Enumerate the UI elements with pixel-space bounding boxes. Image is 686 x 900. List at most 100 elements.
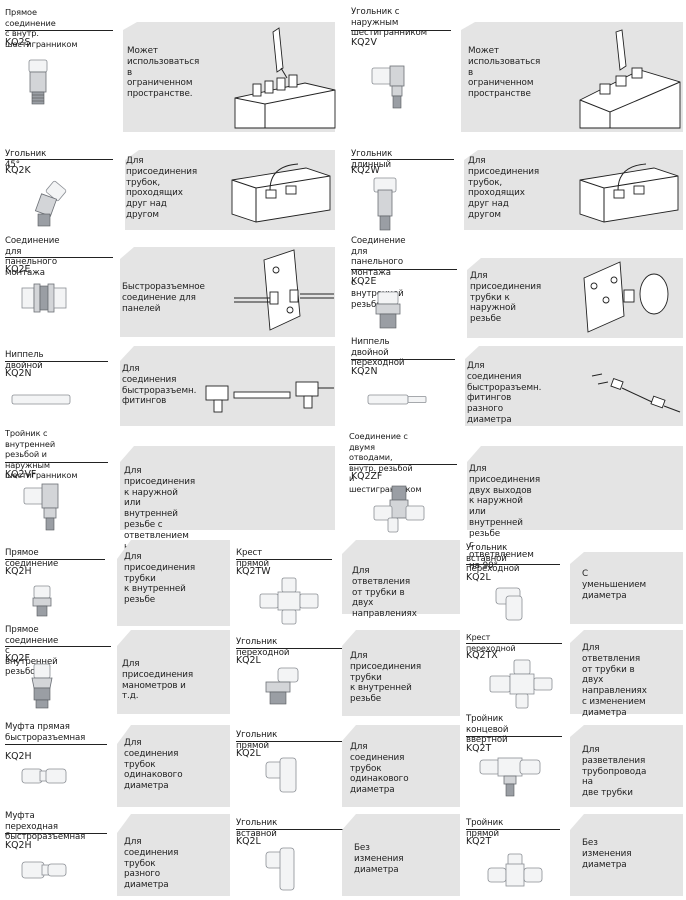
leader-line (349, 464, 457, 465)
valve-illustration (231, 163, 331, 223)
item-description: Для соединения быстроразъемн. фитингов (122, 364, 197, 407)
leader-line (5, 361, 108, 362)
item-description: Для присоединения манометров и т.д. (122, 659, 194, 702)
leader-arrow (560, 725, 683, 807)
item-code: KQ2H (5, 566, 32, 577)
leader-line (5, 646, 111, 647)
kq2l-insert-image (265, 847, 295, 891)
kq2l-reducer-image (495, 587, 523, 621)
kq2tw-cross-image (259, 577, 319, 625)
item-description: С уменьшением диаметра (582, 569, 647, 601)
manifold-illustration (579, 29, 681, 129)
item-code: KQ2L (236, 655, 261, 666)
leader-arrow (560, 630, 683, 714)
item-name: Тройник с внутренней резьбой и наружным … (5, 428, 78, 481)
item-code: KQ2E (5, 264, 31, 275)
item-code: KQ2H (5, 751, 32, 762)
kq2n-nipple-image (11, 394, 71, 405)
kq2t-branch-image (479, 757, 541, 797)
item-code: KQ2E (351, 276, 377, 287)
leader-arrow (457, 446, 683, 530)
item-description: Без изменения диаметра (354, 843, 404, 875)
item-code: KQ2W (351, 165, 380, 176)
item-name: Угольник с наружным шестигранником (351, 7, 428, 39)
item-code: KQ2N (5, 368, 32, 379)
kq2t-tee-image (487, 853, 543, 887)
item-name: Угольник длинный (351, 149, 393, 170)
item-code: KQ2T (466, 836, 492, 847)
leader-line (5, 159, 113, 160)
item-description: Может использоваться в ограниченном прос… (468, 46, 541, 100)
kq2f-fitting-image (31, 663, 53, 709)
kq2e-fitting-image (21, 283, 67, 313)
leader-arrow (457, 258, 683, 338)
item-description: Для присоединения трубки к наружной резь… (470, 271, 542, 325)
leader-line (5, 833, 107, 834)
kq2v-fitting-image (371, 65, 405, 109)
leader-arrow (105, 630, 230, 714)
item-code: KQ2F (5, 653, 30, 664)
item-code: KQ2N (351, 366, 378, 377)
item-code: KQ2L (236, 836, 261, 847)
leader-line (351, 30, 451, 31)
item-description: Для соединения трубок одинакового диамет… (124, 738, 183, 792)
tee-connection-illustration (205, 381, 334, 413)
item-code: KQ2TW (236, 566, 271, 577)
item-name: Соединение для панельного монтажа (5, 236, 60, 278)
leader-arrow (332, 725, 460, 807)
leader-line (236, 648, 344, 649)
leader-line (5, 744, 107, 745)
item-code: KQ2K (5, 165, 31, 176)
kq2h-straight-image (32, 585, 52, 617)
leader-line (5, 559, 105, 560)
item-code: KQ2VF (5, 469, 37, 480)
item-description: Для соединения трубок разного диаметра (124, 837, 179, 891)
item-name: Угольник вставной переходной (466, 543, 520, 575)
kq2tx-cross-image (489, 659, 553, 709)
item-description: Без изменения диаметра (582, 838, 632, 870)
item-name: Угольник 45° (5, 149, 47, 170)
item-description: Для ответвления от трубки в двух направл… (352, 566, 417, 620)
item-description: Для соединения трубок одинакового диамет… (350, 742, 409, 796)
leader-line (5, 257, 113, 258)
kq2l-elbow-image (265, 757, 297, 793)
item-description: Для ответвления от трубки в двух направл… (582, 643, 647, 718)
item-description: Может использоваться в ограниченном прос… (127, 46, 200, 100)
leader-arrow (105, 814, 230, 896)
panel-gauge-illustration (583, 261, 669, 333)
leader-arrow (560, 814, 683, 896)
item-description: Для присоединения трубки к внутренней ре… (124, 552, 196, 606)
item-code: KQ2TX (466, 650, 498, 661)
leader-arrow (455, 346, 683, 426)
item-name: Угольник прямой (236, 730, 278, 751)
leader-line (236, 741, 344, 742)
item-description: Для разветвления трубопровода на две тру… (582, 745, 647, 799)
item-name: Соединение с двумя отводами, внутр. резь… (349, 431, 422, 494)
item-code: KQ2H (5, 840, 32, 851)
leader-line (351, 269, 457, 270)
item-name: Крест переходной (466, 633, 516, 653)
kq2zf-fitting-image (373, 485, 425, 533)
item-code: KQ2ZF (351, 471, 383, 482)
leader-line (466, 564, 560, 565)
valve-illustration (579, 163, 679, 223)
item-description: Быстроразъемное соединение для панелей (122, 282, 205, 314)
panel-illustration (234, 249, 334, 331)
leader-arrow (560, 552, 683, 624)
item-name: Прямое соединение с внутренней резьбой (5, 625, 59, 678)
leader-line (236, 559, 332, 560)
item-name: Ниппель двойной (5, 350, 44, 371)
item-name: Муфта прямая быстроразъемная (5, 722, 86, 743)
leader-line (351, 159, 454, 160)
kq2h-reducer-union-image (21, 861, 67, 879)
item-name: Муфта переходная быстроразъемная (5, 811, 86, 843)
kq2s-fitting-image (28, 59, 48, 105)
leader-line (5, 462, 108, 463)
leader-line (351, 359, 455, 360)
item-name: Угольник вставной (236, 818, 278, 839)
item-description: Для соединения быстроразъемн. фитингов р… (467, 361, 542, 425)
manifold-illustration (234, 27, 336, 129)
reducer-illustration (591, 373, 681, 413)
item-name: Прямое соединение с внутр. шестиграннико… (5, 7, 78, 49)
item-name: Ниппель двойной переходной (351, 337, 405, 369)
